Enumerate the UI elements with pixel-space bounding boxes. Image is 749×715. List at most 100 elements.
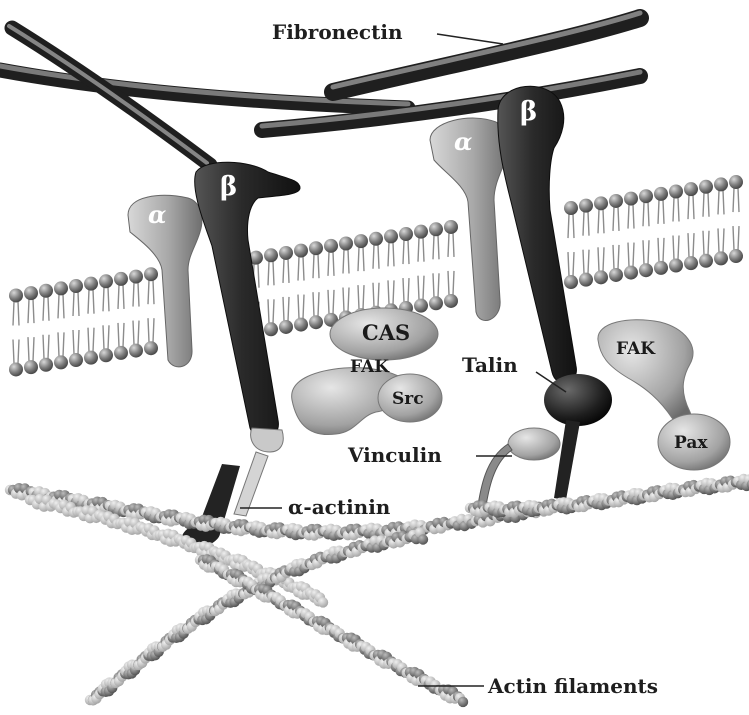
lipid-tail xyxy=(48,335,49,359)
lipid-head xyxy=(699,180,713,194)
lipid-tail xyxy=(678,198,679,222)
lipid-tail xyxy=(363,247,364,271)
lipid-tail xyxy=(423,276,424,300)
lipid-tail xyxy=(108,287,109,311)
lipid-tail xyxy=(313,292,314,316)
lipid-tail xyxy=(718,228,719,252)
lipid-head xyxy=(264,248,278,262)
lipid-tail xyxy=(48,297,49,321)
lipid-tail xyxy=(273,299,274,323)
lipid-tail xyxy=(303,257,304,281)
lipid-tail xyxy=(693,233,694,257)
lipid-tail xyxy=(678,236,679,260)
lipid-tail xyxy=(268,261,269,285)
lipid-tail xyxy=(628,205,629,229)
lipid-tail xyxy=(733,226,734,250)
lipid-tail xyxy=(133,283,134,307)
lipid-head xyxy=(579,199,593,213)
lipid-tail xyxy=(403,240,404,264)
fak-right-body xyxy=(598,320,693,424)
lipid-tail xyxy=(598,209,599,233)
lipid-head xyxy=(684,182,698,196)
lipid-head xyxy=(669,185,683,199)
lipid-tail xyxy=(13,301,14,325)
label-fibronectin: Fibronectin xyxy=(272,20,403,44)
lipid-tail xyxy=(63,332,64,356)
lipid-head xyxy=(54,355,68,369)
lipid-tail xyxy=(673,198,674,222)
lipid-tail xyxy=(108,325,109,349)
talin-blob xyxy=(544,374,612,426)
lipid-tail xyxy=(378,283,379,307)
lipid-tail xyxy=(103,287,104,311)
lipid-head xyxy=(69,353,83,367)
lipid-tail xyxy=(723,190,724,214)
lipid-tail xyxy=(153,318,154,342)
lipid-tail xyxy=(628,243,629,267)
lipid-head xyxy=(654,261,668,275)
lipid-tail xyxy=(333,252,334,276)
talin-stem xyxy=(554,420,580,500)
lipid-tail xyxy=(18,301,19,325)
label-pax: Pax xyxy=(674,433,708,453)
lipid-tail xyxy=(588,250,589,274)
lipid-head xyxy=(279,320,293,334)
lipid-tail xyxy=(13,339,14,363)
lipid-tail xyxy=(148,318,149,342)
lipid-tail xyxy=(123,323,124,347)
lipid-tail xyxy=(258,264,259,288)
lipid-tail xyxy=(693,195,694,219)
lipid-tail xyxy=(138,321,139,345)
lipid-tail xyxy=(613,207,614,231)
lipid-tail xyxy=(618,207,619,231)
lipid-head xyxy=(309,315,323,329)
alpha-actinin-left xyxy=(182,464,240,548)
lipid-head xyxy=(564,201,578,215)
lipid-head xyxy=(129,344,143,358)
lipid-tail xyxy=(18,339,19,363)
lipid-head xyxy=(309,241,323,255)
lipid-tail xyxy=(403,278,404,302)
lipid-tail xyxy=(673,236,674,260)
alpha-actinin-tail-left xyxy=(234,452,268,516)
lipid-head xyxy=(684,256,698,270)
lipid-tail xyxy=(568,214,569,238)
lipid-head xyxy=(414,299,428,313)
lipid-tail xyxy=(103,325,104,349)
lipid-tail xyxy=(358,247,359,271)
lipid-tail xyxy=(373,245,374,269)
lipid-tail xyxy=(283,259,284,283)
lipid-head xyxy=(114,346,128,360)
lipid-head xyxy=(579,273,593,287)
lipid-tail xyxy=(408,240,409,264)
fibronectin-pointer xyxy=(437,34,503,44)
lipid-tail xyxy=(148,280,149,304)
lipid-head xyxy=(324,239,338,253)
label-beta-right: β xyxy=(520,97,537,127)
lipid-tail xyxy=(433,273,434,297)
lipid-head xyxy=(444,294,458,308)
lipid-tail xyxy=(408,278,409,302)
beta-subunit-right xyxy=(498,86,577,383)
lipid-tail xyxy=(648,202,649,226)
lipid-head xyxy=(9,288,23,302)
lipid-tail xyxy=(28,337,29,361)
lipid-head xyxy=(339,236,353,250)
label-alpha-right: α xyxy=(454,127,472,156)
lipid-tail xyxy=(298,257,299,281)
lipid-tail xyxy=(43,335,44,359)
lipid-head xyxy=(294,318,308,332)
lipid-tail xyxy=(583,250,584,274)
lipid-head xyxy=(429,222,443,236)
lipid-head xyxy=(84,351,98,365)
lipid-head xyxy=(9,362,23,376)
lipid-tail xyxy=(303,295,304,319)
lipid-head xyxy=(129,270,143,284)
label-vinculin: Vinculin xyxy=(347,443,442,467)
lipid-tail xyxy=(78,330,79,354)
lipid-head xyxy=(294,244,308,258)
lipid-tail xyxy=(688,233,689,257)
lipid-tail xyxy=(613,245,614,269)
lipid-tail xyxy=(633,205,634,229)
